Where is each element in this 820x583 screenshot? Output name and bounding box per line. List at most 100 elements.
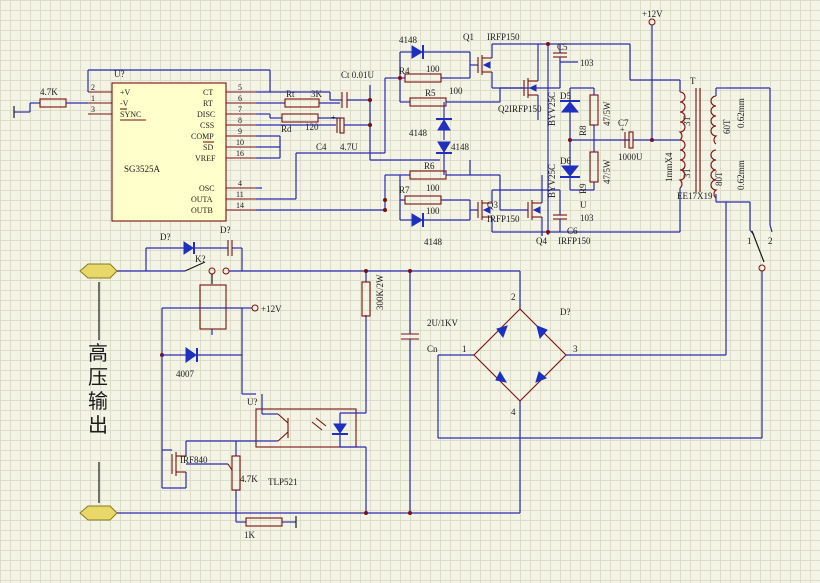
label-3t-a: 3T xyxy=(682,116,692,127)
output-jumper: 1 2 xyxy=(747,224,773,438)
label-c5: C5 xyxy=(557,42,568,52)
label-r5: R5 xyxy=(425,88,436,98)
cap-c4-plate2 xyxy=(339,117,345,134)
pin-num-5: 5 xyxy=(238,83,242,92)
mosfet-q2: Q2IRFP150 xyxy=(498,65,542,114)
label-2u: 2U/1KV xyxy=(427,318,458,328)
pin-num-1: 1 xyxy=(91,94,95,103)
label-rd: Rd xyxy=(281,124,292,134)
input-resistor-group: 4.7K xyxy=(13,87,88,118)
capacitor-2u: 2U/1KV Cn xyxy=(401,271,458,513)
label-bridge-2: 2 xyxy=(511,292,516,302)
bridge-rectifier: D? 2 1 3 4 xyxy=(437,202,762,513)
label-r7-val: 100 xyxy=(426,206,440,216)
diode-4148-c xyxy=(437,141,451,153)
label-4007: 4007 xyxy=(176,369,195,379)
bridge-diamond xyxy=(473,308,567,402)
mosfet-q4: Q4 IRFP150 xyxy=(499,175,591,246)
pin-num-14: 14 xyxy=(236,201,244,210)
label-irf840: IRF840 xyxy=(180,455,208,465)
pin-comp: COMP xyxy=(191,132,214,141)
label-hv-c2: 压 xyxy=(88,367,108,389)
label-d4148-e: 4148 xyxy=(424,237,443,247)
diode-4148-a xyxy=(411,45,423,59)
ic-right-pins: CT RT DISC CSS COMP SD VREF OSC OUTA OUT… xyxy=(191,83,256,215)
label-bridge-3: 3 xyxy=(573,344,578,354)
label-12v: +12V xyxy=(642,9,663,19)
connector-top[interactable] xyxy=(79,263,118,279)
label-cn: Cn xyxy=(427,344,438,354)
pin-num-16: 16 xyxy=(236,149,244,158)
resistor-r7 xyxy=(404,195,442,205)
label-r9: R9 xyxy=(578,183,588,194)
hv-connector-bottom xyxy=(79,505,520,521)
resistor-rt xyxy=(284,98,320,108)
label-t: T xyxy=(690,76,696,86)
pin-sync: SYNC xyxy=(120,110,141,119)
label-60t: 60T xyxy=(722,119,732,134)
label-d5: D5 xyxy=(560,91,571,101)
label-q3: Q3 xyxy=(487,200,498,210)
label-r6-val: 100 xyxy=(426,183,440,193)
connector-bottom[interactable] xyxy=(79,505,118,521)
capacitor-c7: + C7 1000U xyxy=(618,118,652,162)
label-300k: 300K/2W xyxy=(375,274,385,310)
label-ee17x19: EE17X19 xyxy=(677,191,713,201)
optocoupler-tlp521: U? TLP521 xyxy=(236,315,367,487)
relay-coil: +12V 4007 xyxy=(160,274,282,450)
label-12v-b: +12V xyxy=(261,304,282,314)
label-r7: R7 xyxy=(399,185,410,195)
out-routing xyxy=(256,77,440,212)
label-r5-val: 100 xyxy=(449,86,463,96)
label-bridge-4: 4 xyxy=(511,407,516,417)
c7-plus: + xyxy=(620,125,625,134)
label-u: U xyxy=(580,200,587,210)
label-q3-type: IRFP150 xyxy=(487,214,520,224)
pin-num-6: 6 xyxy=(238,94,242,103)
label-q1-type: IRFP150 xyxy=(487,32,520,42)
pin-num-8: 8 xyxy=(238,116,242,125)
label-r6: R6 xyxy=(424,161,435,171)
label-1k: 1K xyxy=(244,530,256,540)
label-dq-1: D? xyxy=(160,232,171,242)
pin-outa: OUTA xyxy=(191,195,213,204)
terminal-12v xyxy=(648,18,656,26)
gate-drive-lower: R6 100 R7 100 4148 xyxy=(399,153,500,247)
label-pot-4k7: 4.7K xyxy=(240,474,258,484)
label-q4-type: IRFP150 xyxy=(558,236,591,246)
resistor-r8: R8 47/5W xyxy=(570,87,612,140)
label-rt: Rt xyxy=(286,89,295,99)
plus-c4: + xyxy=(331,113,336,122)
label-d6: D6 xyxy=(560,156,571,166)
label-bridge-1: 1 xyxy=(462,344,467,354)
resistor-r4 xyxy=(404,73,442,83)
diode-d5: D5 BYV25C xyxy=(547,88,580,140)
mosfet-irf840: IRF840 xyxy=(161,440,236,489)
pin-outb: OUTB xyxy=(191,206,213,215)
pin-vref: VREF xyxy=(195,154,216,163)
label-jumper-2: 2 xyxy=(768,236,773,246)
transformer-t: T 3T 3T 1mmX4 60T 0.62mm 80T 0.62mm EE17… xyxy=(629,44,771,232)
label-rt-val: 3K xyxy=(311,89,323,99)
resistor-4k7-input xyxy=(39,98,67,108)
label-kq: K? xyxy=(195,254,206,264)
hv-connector-top xyxy=(79,263,185,279)
resistor-r6 xyxy=(409,170,447,180)
pin-num-2: 2 xyxy=(91,83,95,92)
label-ic-name: SG3525A xyxy=(124,164,161,174)
label-d4148-a: 4148 xyxy=(399,35,418,45)
label-r8: R8 xyxy=(578,125,588,136)
pin-num-9: 9 xyxy=(238,127,242,136)
divider-300k: 300K/2W xyxy=(340,271,385,513)
pin-sd: SD xyxy=(203,143,213,152)
label-c6-val: 103 xyxy=(580,213,594,223)
pin-rt: RT xyxy=(203,99,213,108)
label-r9-val: 47/5W xyxy=(602,159,612,184)
pin-num-7: 7 xyxy=(238,105,242,114)
label-r4-val: 100 xyxy=(426,64,440,74)
relay-contacts: D? D? K? xyxy=(145,225,520,275)
label-c4-val: 4.7U xyxy=(340,142,358,152)
label-ic-ref: U? xyxy=(114,69,125,79)
pin-minus-v: -V xyxy=(120,99,129,108)
timing-network: Rt 3K Rd 120 Ct 0.01U + C4 4.7U xyxy=(256,70,375,160)
